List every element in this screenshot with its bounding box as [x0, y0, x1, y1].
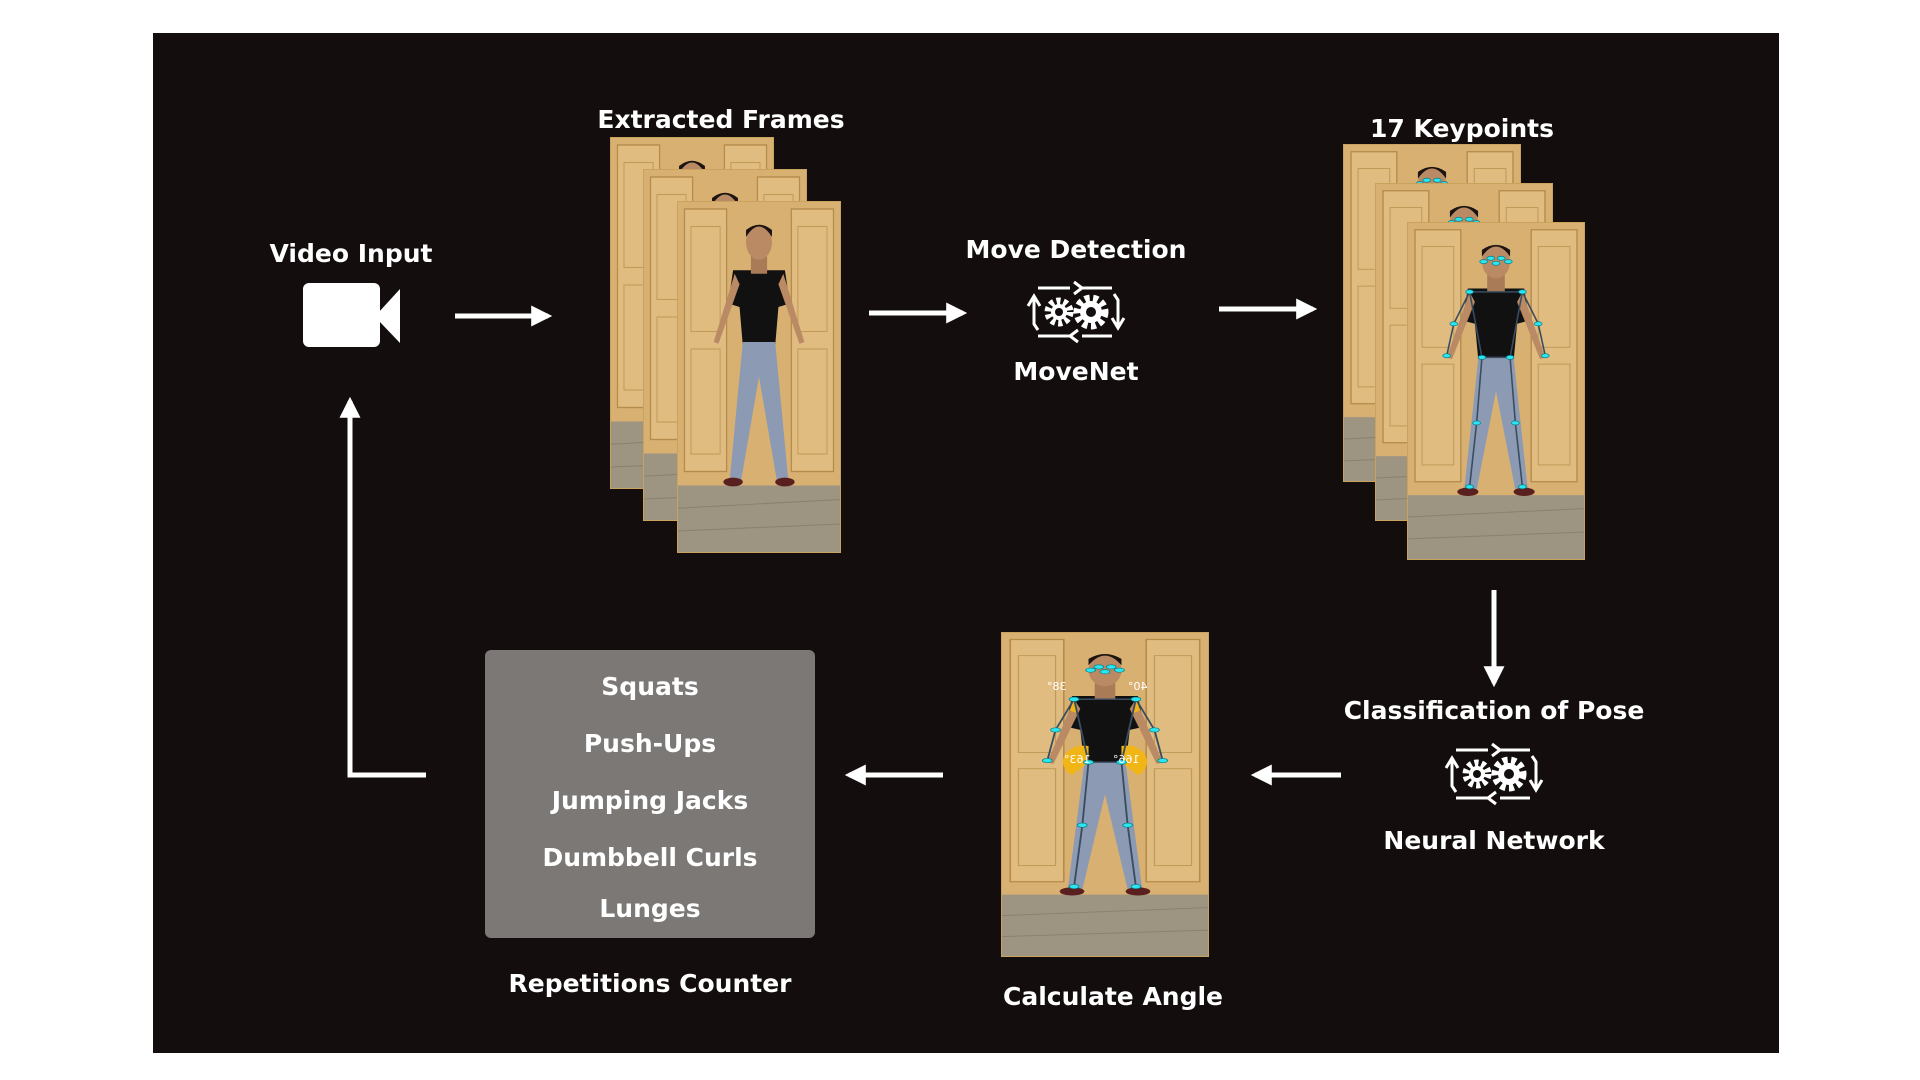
- keypoint-rear: [1114, 667, 1125, 673]
- keypoint-lwri: [1442, 353, 1451, 359]
- extracted-frames-label: Extracted Frames: [597, 105, 845, 134]
- repetitions-counter-label: Repetitions Counter: [508, 969, 792, 998]
- keypoint-lhip: [1083, 759, 1094, 765]
- calculate-angle-label: Calculate Angle: [1002, 982, 1224, 1011]
- keypoint-relb: [1149, 727, 1160, 733]
- keypoint-rank: [1518, 484, 1527, 490]
- keypoint-lhip: [1477, 355, 1487, 360]
- keypoint-rkne: [1511, 420, 1520, 426]
- keypoint-leye: [1422, 177, 1431, 183]
- keypoint-lear: [1085, 667, 1096, 673]
- keypoints-label: 17 Keypoints: [1370, 114, 1554, 143]
- classification-label: Classification of Pose: [1343, 696, 1645, 725]
- keypoint-rkne: [1122, 822, 1134, 828]
- keypoint-lelb: [1449, 321, 1458, 327]
- exercise-push-ups: Push-Ups: [583, 729, 717, 758]
- keypoint-leye: [1486, 255, 1495, 261]
- keypoint-lear: [1479, 259, 1488, 265]
- keypoint-frame: [1407, 222, 1585, 560]
- keypoint-lwri: [1041, 758, 1053, 764]
- keypoint-rsho: [1130, 696, 1142, 702]
- keypoint-lsho: [1465, 289, 1474, 295]
- exercise-jumping-jacks: Jumping Jacks: [551, 786, 749, 815]
- keypoint-lkne: [1472, 420, 1481, 426]
- exercise-dumbbell-curls: Dumbbell Curls: [542, 843, 758, 872]
- keypoint-leye: [1093, 664, 1105, 670]
- keypoint-reye: [1497, 255, 1506, 261]
- video-camera-icon: [303, 283, 400, 347]
- keypoint-lelb: [1050, 727, 1061, 733]
- keypoint-rsho: [1518, 289, 1527, 295]
- move-detection-label: Move Detection: [965, 235, 1187, 264]
- gears-icon: [1444, 742, 1544, 806]
- keypoint-reye: [1465, 216, 1474, 222]
- exercise-squats: Squats: [601, 672, 699, 701]
- movenet-label: MoveNet: [1013, 357, 1139, 386]
- keypoint-rwri: [1157, 758, 1169, 764]
- keypoint-reye: [1433, 177, 1442, 183]
- keypoint-lank: [1465, 484, 1474, 490]
- keypoint-nose: [1099, 669, 1111, 675]
- keypoint-relb: [1534, 321, 1543, 327]
- keypoint-lsho: [1068, 696, 1080, 702]
- keypoint-rank: [1130, 884, 1142, 890]
- neural-network-label: Neural Network: [1383, 826, 1605, 855]
- keypoint-nose: [1491, 260, 1501, 266]
- exercise-list-box: Squats Push-Ups Jumping Jacks Dumbbell C…: [485, 650, 815, 938]
- arrows-and-icons: [303, 280, 1544, 806]
- keypoint-lank: [1068, 884, 1080, 890]
- gears-icon: [1026, 280, 1126, 344]
- angle-frame-image: 38°40°163°166°: [1001, 632, 1209, 957]
- keypoint-lkne: [1076, 822, 1088, 828]
- keypoint-reye: [1105, 664, 1117, 670]
- keypoint-rhip: [1505, 355, 1515, 360]
- keypoint-leye: [1454, 216, 1463, 222]
- pipeline-diagram: Video Input Extracted Frames Move Detect…: [153, 33, 1779, 1053]
- exercise-lunges: Lunges: [599, 894, 701, 923]
- video-frame: [677, 201, 841, 553]
- video-input-label: Video Input: [269, 239, 433, 268]
- keypoint-rhip: [1116, 759, 1127, 765]
- arrow-counter-to-video: [339, 396, 426, 778]
- keypoint-rear: [1504, 259, 1513, 265]
- keypoint-rwri: [1541, 353, 1550, 359]
